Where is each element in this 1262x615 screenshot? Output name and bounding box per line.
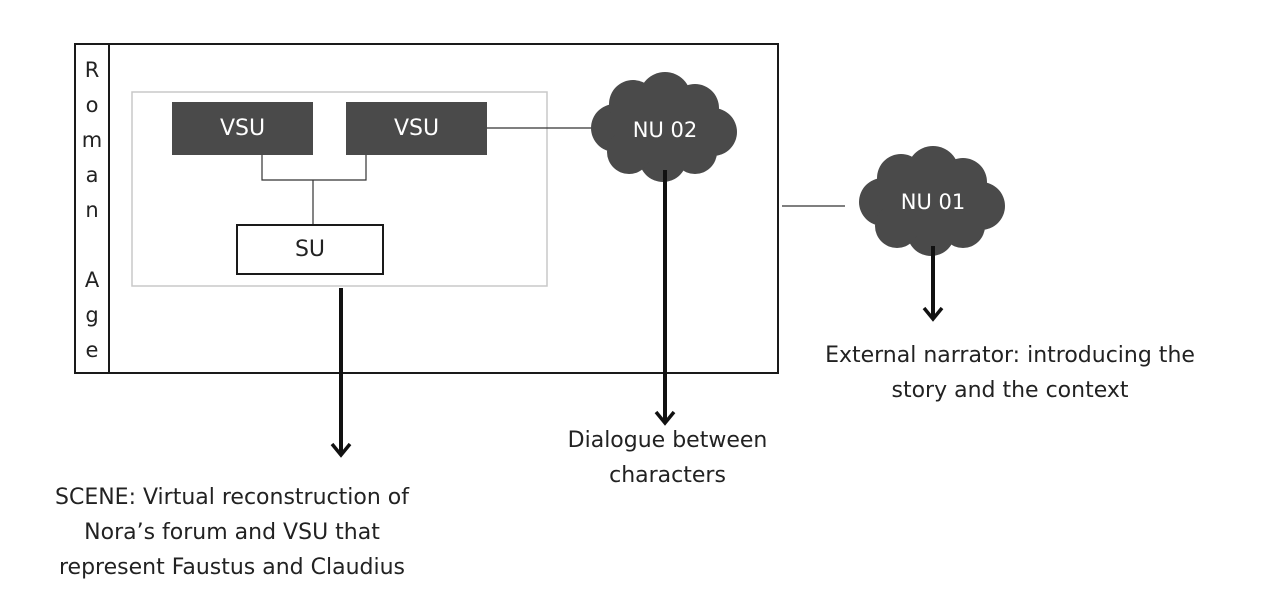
vsu-su-connector <box>261 155 367 181</box>
scene-arrow <box>330 288 352 458</box>
dialogue-caption: Dialogue between characters <box>535 423 800 493</box>
era-label-letter: R <box>84 58 100 82</box>
narrator-caption: External narrator: introducing the story… <box>785 338 1235 408</box>
dialogue-arrow <box>654 170 676 426</box>
dialogue-caption-line: characters <box>609 463 726 488</box>
nu01-label: NU 01 <box>900 190 966 214</box>
era-label-letter: A <box>84 268 100 292</box>
scene-caption: SCENE: Virtual reconstruction of Nora’s … <box>12 480 452 585</box>
scene-container <box>131 91 548 287</box>
narrator-caption-line: story and the context <box>891 378 1129 403</box>
dialogue-caption-line: Dialogue between <box>567 428 768 453</box>
vsu-left-node: VSU <box>172 102 313 155</box>
era-frame <box>74 43 779 374</box>
era-label-letter: n <box>85 198 99 222</box>
narrator-caption-line: External narrator: introducing the <box>825 343 1195 368</box>
scene-caption-line: Nora’s forum and VSU that <box>84 520 380 545</box>
su-node: SU <box>236 224 384 275</box>
scene-caption-line: SCENE: Virtual reconstruction of <box>55 485 409 510</box>
era-label-letter: m <box>81 128 103 152</box>
narrator-arrow <box>922 246 944 322</box>
vsu-right-node: VSU <box>346 102 487 155</box>
era-label-letter: g <box>85 303 99 327</box>
era-label-letter: e <box>85 338 99 362</box>
era-label-letter: a <box>85 163 99 187</box>
nu02-label: NU 02 <box>632 118 698 142</box>
era-label-letter: o <box>85 93 99 117</box>
scene-caption-line: represent Faustus and Claudius <box>58 555 406 580</box>
